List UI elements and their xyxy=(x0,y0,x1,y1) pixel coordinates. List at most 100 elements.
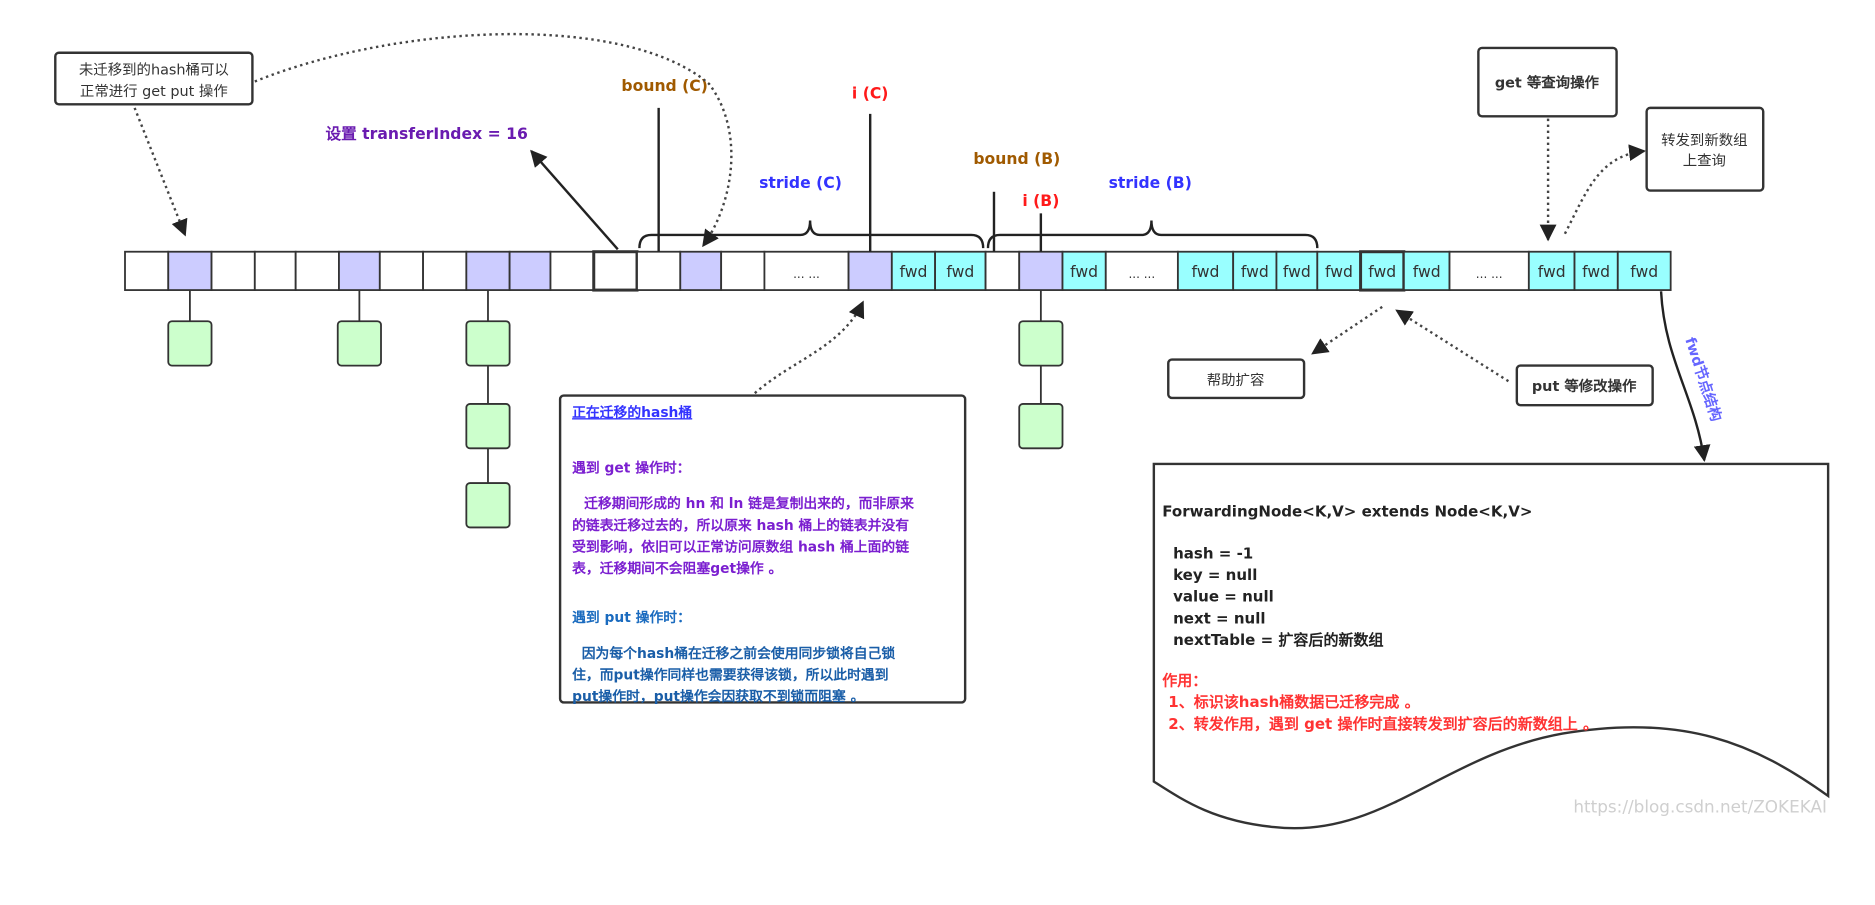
i-b-label: i (B) xyxy=(1022,192,1059,210)
fwd-label: fwd xyxy=(1283,263,1311,281)
put-arrow xyxy=(1395,309,1510,383)
migrating-note-arrow xyxy=(754,300,865,395)
fwd-structure-label: fwd节点结构 xyxy=(1681,335,1725,424)
svg-text:住，而put操作同样也需要获得该锁，所以此时遇到: 住，而put操作同样也需要获得该锁，所以此时遇到 xyxy=(572,667,888,684)
fwd-label: fwd xyxy=(1538,263,1566,281)
fwd-label: fwd xyxy=(1368,263,1396,281)
fwd-label: fwd xyxy=(1413,263,1441,281)
array-cell-occupied xyxy=(338,250,381,291)
svg-text:正在迁移的hash桶: 正在迁移的hash桶 xyxy=(572,404,692,421)
stride-b-brace xyxy=(986,220,1319,249)
unmigrated-note: 未迁移到的hash桶可以 正常进行 get put 操作 xyxy=(54,51,254,106)
help-resize-box: 帮助扩容 xyxy=(1167,358,1306,400)
fwd-label: fwd xyxy=(1192,263,1220,281)
array-cell-fwd xyxy=(1573,250,1619,291)
array-cell-occupied xyxy=(508,250,552,291)
svg-text:作用：: 作用： xyxy=(1162,672,1207,690)
fwd-label: fwd xyxy=(1582,263,1610,281)
stride-c-brace xyxy=(638,220,985,249)
chain-node xyxy=(1018,403,1064,450)
ellipsis-label: ... ... xyxy=(1476,267,1503,281)
i-c-label: i (C) xyxy=(852,84,889,102)
chain-node xyxy=(167,320,213,367)
array-cell-fwd xyxy=(1402,250,1451,291)
svg-text:value = null: value = null xyxy=(1173,588,1274,606)
svg-text:遇到 get 操作时：: 遇到 get 操作时： xyxy=(572,459,690,476)
fwd-label: fwd xyxy=(1325,263,1353,281)
svg-text:2、转发作用，遇到 get 操作时直接转发到扩容后的新数组上: 2、转发作用，遇到 get 操作时直接转发到扩容后的新数组上 。 xyxy=(1168,715,1598,733)
svg-text:帮助扩容: 帮助扩容 xyxy=(1207,372,1265,389)
array-cell-occupied xyxy=(679,250,723,291)
svg-text:1、标识该hash桶数据已迁移完成 。: 1、标识该hash桶数据已迁移完成 。 xyxy=(1168,693,1419,711)
svg-text:迁移期间形成的 hn 和 ln 链是复制出来的，而非原来: 迁移期间形成的 hn 和 ln 链是复制出来的，而非原来 xyxy=(584,495,914,512)
array-cell-empty xyxy=(984,250,1021,291)
svg-text:正常进行 get put 操作: 正常进行 get put 操作 xyxy=(80,83,228,100)
array-cell-empty xyxy=(253,250,297,291)
array-cell-occupied xyxy=(847,250,893,291)
svg-text:hash = -1: hash = -1 xyxy=(1173,545,1253,563)
watermark: https://blog.csdn.net/ZOKEKAI xyxy=(1573,797,1827,817)
fwd-structure-arrow xyxy=(1659,291,1711,462)
svg-text:遇到 put 操作时：: 遇到 put 操作时： xyxy=(572,609,691,626)
transfer-index-arrow xyxy=(530,149,619,251)
bucket-chains xyxy=(167,290,1064,529)
fwd-label: fwd xyxy=(1241,263,1269,281)
array-cell-empty xyxy=(210,250,256,291)
array-cell-fwd xyxy=(1176,250,1235,291)
array-cell-fwd xyxy=(890,250,936,291)
array-cell-empty xyxy=(720,250,766,291)
svg-text:key = null: key = null xyxy=(1173,566,1257,584)
transfer-index-label: 设置 transferIndex = 16 xyxy=(326,125,528,143)
array-cell-fwd xyxy=(1061,250,1107,291)
array-cell-empty xyxy=(294,250,340,291)
bound-c-label: bound (C) xyxy=(621,77,707,95)
fwd-label: fwd xyxy=(1070,263,1098,281)
svg-text:put 等修改操作: put 等修改操作 xyxy=(1532,377,1637,395)
forwarding-node-doc: ForwardingNode<K,V> extends Node<K,V> ha… xyxy=(1152,462,1830,830)
svg-text:因为每个hash桶在迁移之前会使用同步锁将自己锁: 因为每个hash桶在迁移之前会使用同步锁将自己锁 xyxy=(582,645,896,662)
ellipsis-label: ... ... xyxy=(793,267,820,281)
array-cell-fwd xyxy=(1359,250,1406,292)
array-cell-fwd xyxy=(1527,250,1576,291)
array-cell-occupied xyxy=(465,250,511,291)
svg-text:上查询: 上查询 xyxy=(1683,152,1726,169)
chain-node xyxy=(465,320,511,367)
put-modify-box: put 等修改操作 xyxy=(1515,364,1654,407)
help-resize-arrow xyxy=(1311,305,1383,355)
array-cell-fwd xyxy=(1275,250,1319,291)
array-cell-fwd xyxy=(1232,250,1278,291)
array-cell-empty xyxy=(549,250,595,291)
bound-b-label: bound (B) xyxy=(973,150,1060,168)
svg-text:转发到新数组: 转发到新数组 xyxy=(1661,132,1747,149)
svg-text:的链表迁移过去的，所以原来 hash 桶上的链表并没有: 的链表迁移过去的，所以原来 hash 桶上的链表并没有 xyxy=(572,517,909,534)
fwd-label: fwd xyxy=(946,263,974,281)
forward-box: 转发到新数组 上查询 xyxy=(1645,106,1765,192)
chain-node xyxy=(465,482,511,529)
svg-text:ForwardingNode<K,V> extends No: ForwardingNode<K,V> extends Node<K,V> xyxy=(1162,503,1532,521)
stride-c-label: stride (C) xyxy=(759,174,842,192)
unmigrated-arrow xyxy=(133,107,188,237)
svg-text:nextTable = 扩容后的新数组: nextTable = 扩容后的新数组 xyxy=(1173,631,1383,649)
migrating-bucket-note: 正在迁移的hash桶 遇到 get 操作时： 迁移期间形成的 hn 和 ln 链… xyxy=(558,394,967,705)
array-cell-dots xyxy=(1448,250,1530,291)
svg-text:未迁移到的hash桶可以: 未迁移到的hash桶可以 xyxy=(79,61,229,78)
get-query-box: get 等查询操作 xyxy=(1477,46,1618,118)
chain-node xyxy=(1018,320,1064,367)
stride-b-label: stride (B) xyxy=(1109,174,1192,192)
fwd-label: fwd xyxy=(1630,263,1658,281)
chain-node xyxy=(336,320,382,367)
svg-text:get 等查询操作: get 等查询操作 xyxy=(1495,74,1600,92)
fwd-label: fwd xyxy=(900,263,928,281)
fwd-to-forward-arrow xyxy=(1563,144,1646,235)
svg-text:next = null: next = null xyxy=(1173,609,1265,627)
svg-text:put操作时，put操作会因获取不到锁而阻塞 。: put操作时，put操作会因获取不到锁而阻塞 。 xyxy=(572,688,864,705)
svg-text:表，迁移期间不会阻塞get操作 。: 表，迁移期间不会阻塞get操作 。 xyxy=(571,560,782,577)
array-cell-empty xyxy=(636,250,682,291)
array-cell-empty xyxy=(378,250,424,291)
array-cell-occupied xyxy=(167,250,213,291)
unmigrated-curve-arrow xyxy=(254,32,733,248)
svg-text:受到影响，依旧可以正常访问原数组 hash 桶上面的链: 受到影响，依旧可以正常访问原数组 hash 桶上面的链 xyxy=(572,538,909,555)
array-cell-empty xyxy=(592,250,639,292)
